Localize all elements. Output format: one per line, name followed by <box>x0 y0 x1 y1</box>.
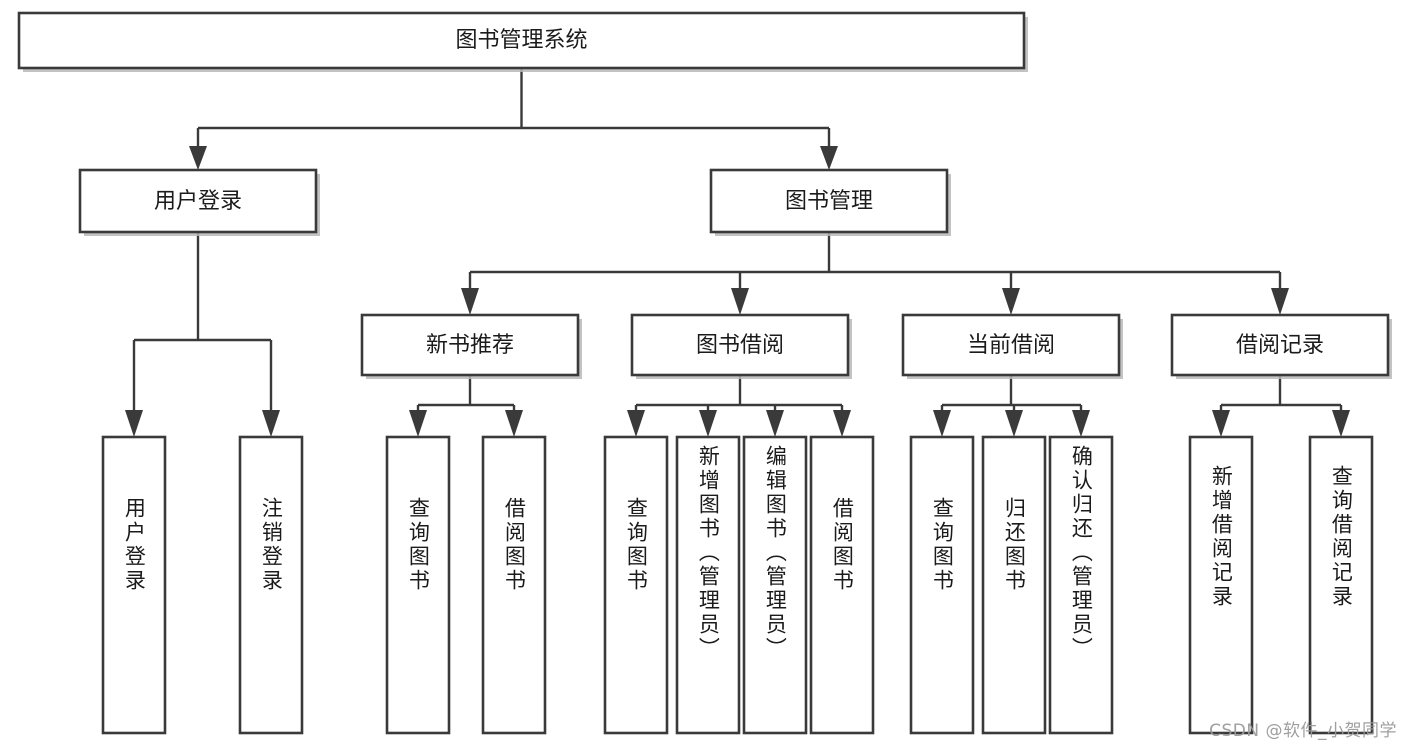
node-book-borrow-label: 图书借阅 <box>696 333 784 358</box>
node-new-book-recommend[interactable]: 新书推荐 <box>360 313 582 379</box>
arrow-head-icon <box>627 410 645 437</box>
leaf-boxes-layer <box>101 435 1374 735</box>
leaf-box-borrow-book-2[interactable] <box>809 435 875 735</box>
arrow-head-icon <box>699 410 717 437</box>
node-root-box <box>17 11 1026 70</box>
node-book-management-label: 图书管理 <box>785 189 873 214</box>
node-root[interactable]: 图书管理系统 <box>17 11 1028 72</box>
arrow-head-icon <box>1002 288 1020 315</box>
arrow-head-icon <box>262 410 280 437</box>
leaf-box-add-book-admin[interactable] <box>675 435 741 735</box>
node-user-login-box <box>78 168 318 234</box>
leaf-box-query-book-3[interactable] <box>909 435 975 735</box>
leaf-box-borrow-book-1[interactable] <box>481 435 547 735</box>
node-current-borrow[interactable]: 当前借阅 <box>901 313 1123 379</box>
node-user-login[interactable]: 用户登录 <box>78 168 320 236</box>
watermark: CSDN @软件_小贺同学 <box>1209 721 1397 741</box>
leaf-box-logout[interactable] <box>238 435 304 735</box>
node-book-borrow-box <box>630 313 850 377</box>
arrow-head-icon <box>189 146 207 170</box>
arrow-head-icon <box>833 410 851 437</box>
node-book-borrow[interactable]: 图书借阅 <box>630 313 852 379</box>
node-borrow-record-box <box>1170 313 1390 377</box>
arrow-head-icon <box>1332 410 1350 437</box>
arrow-head-icon <box>731 288 749 315</box>
arrow-head-icon <box>933 410 951 437</box>
leaf-box-query-book-2[interactable] <box>603 435 669 735</box>
arrow-head-icon <box>820 146 838 170</box>
arrow-head-icon <box>505 410 523 437</box>
arrow-head-icon <box>1271 288 1289 315</box>
node-current-borrow-label: 当前借阅 <box>967 333 1055 358</box>
arrow-head-icon <box>1212 410 1230 437</box>
node-new-book-recommend-box <box>360 313 580 377</box>
leaf-box-query-book-1[interactable] <box>385 435 451 735</box>
leaf-box-add-borrow-record[interactable] <box>1188 435 1254 735</box>
node-borrow-record-label: 借阅记录 <box>1236 333 1324 358</box>
arrow-head-icon <box>766 410 784 437</box>
leaf-box-return-book[interactable] <box>981 435 1047 735</box>
arrow-head-icon <box>461 288 479 315</box>
node-user-login-label: 用户登录 <box>154 189 242 214</box>
arrow-head-icon <box>1005 410 1023 437</box>
arrow-head-icon <box>1072 410 1090 437</box>
leaf-box-user-login[interactable] <box>101 435 167 735</box>
arrow-head-icon <box>409 410 427 437</box>
arrow-head-icon <box>125 410 143 437</box>
connector-layer <box>125 68 1350 437</box>
node-new-book-recommend-label: 新书推荐 <box>426 333 514 358</box>
node-root-label: 图书管理系统 <box>455 28 587 53</box>
leaf-box-confirm-return-admin[interactable] <box>1048 435 1114 735</box>
node-book-management[interactable]: 图书管理 <box>709 168 951 236</box>
node-borrow-record[interactable]: 借阅记录 <box>1170 313 1392 379</box>
node-current-borrow-box <box>901 313 1121 377</box>
leaf-box-query-borrow-record[interactable] <box>1308 435 1374 735</box>
node-book-management-box <box>709 168 949 234</box>
leaf-box-edit-book-admin[interactable] <box>742 435 808 735</box>
